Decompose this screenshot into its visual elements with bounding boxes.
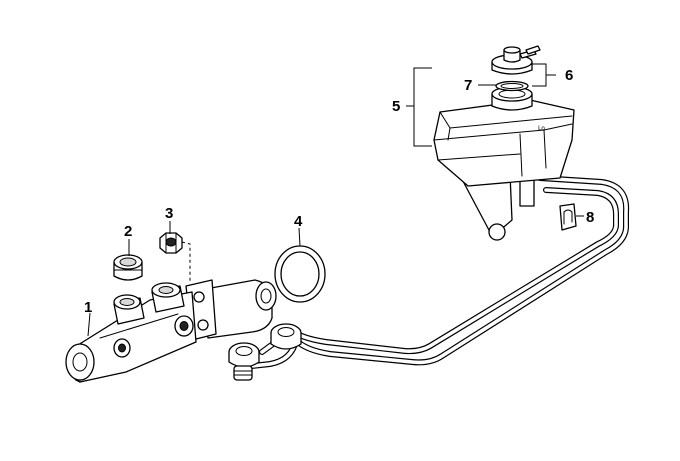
leader-lines xyxy=(87,63,584,337)
pipe-clip xyxy=(559,203,577,231)
callout-6: 6 xyxy=(565,67,573,84)
plug-nut xyxy=(159,232,183,254)
callout-5: 5 xyxy=(392,98,400,115)
callout-4: 4 xyxy=(294,213,303,230)
pipe-fitting-lower xyxy=(228,342,260,381)
callout-labels: 1 2 3 4 5 6 7 8 xyxy=(84,67,594,316)
callout-2: 2 xyxy=(124,223,132,240)
callout-3: 3 xyxy=(165,205,173,222)
callout-8: 8 xyxy=(586,209,594,226)
callout-7: 7 xyxy=(464,77,472,94)
callout-1: 1 xyxy=(84,299,92,316)
grommet xyxy=(113,254,143,281)
reservoir-mark: Lo xyxy=(538,125,545,132)
o-ring xyxy=(274,245,326,303)
master-cylinder xyxy=(65,279,277,383)
fluid-reservoir: Lo xyxy=(433,86,575,241)
pipe-fitting-upper xyxy=(270,323,302,350)
seal-ring xyxy=(495,80,529,92)
reservoir-cap xyxy=(491,45,541,75)
